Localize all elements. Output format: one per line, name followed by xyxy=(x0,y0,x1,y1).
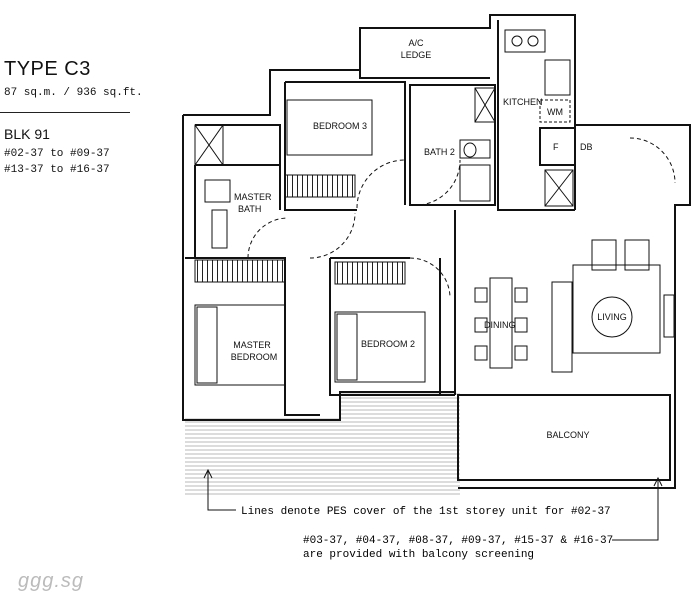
balcony-label: BALCONY xyxy=(546,430,589,440)
ac-ledge-label-2: LEDGE xyxy=(401,50,432,60)
kitchen-fixtures xyxy=(504,29,574,207)
bedroom3-label: BEDROOM 3 xyxy=(313,121,367,131)
dining-set xyxy=(474,277,528,369)
unit-type-title: TYPE C3 xyxy=(4,58,91,80)
unit-range-2: #13-37 to #16-37 xyxy=(4,164,110,176)
unit-area: 87 sq.m. / 936 sq.ft. xyxy=(4,87,143,99)
db-label: DB xyxy=(580,142,593,152)
door-swings xyxy=(247,137,676,299)
ac-ledge-label-1: A/C xyxy=(408,38,424,48)
fridge-label: F xyxy=(553,142,559,152)
screening-note-1: #03-37, #04-37, #08-37, #09-37, #15-37 &… xyxy=(303,535,613,547)
walls xyxy=(182,14,691,489)
living-set xyxy=(551,239,675,373)
bath-fixtures xyxy=(194,87,496,249)
unit-range-1: #02-37 to #09-37 xyxy=(4,148,110,160)
dining-label: DINING xyxy=(484,320,516,330)
bedroom2-label: BEDROOM 2 xyxy=(361,339,415,349)
bath2-label: BATH 2 xyxy=(424,147,455,157)
divider xyxy=(0,112,130,113)
living-label: LIVING xyxy=(597,312,627,322)
master-bedroom-label-2: BEDROOM xyxy=(231,352,278,362)
block-number: BLK 91 xyxy=(4,126,50,142)
beds xyxy=(194,99,426,386)
pes-cover-hatch xyxy=(185,418,460,496)
master-bedroom-label-1: MASTER xyxy=(233,340,271,350)
pes-note: Lines denote PES cover of the 1st storey… xyxy=(241,506,611,518)
master-bath-label-1: MASTER xyxy=(234,192,272,202)
kitchen-label: KITCHEN xyxy=(503,97,543,107)
master-bath-label-2: BATH xyxy=(238,204,261,214)
wm-label: WM xyxy=(547,107,563,117)
watermark: ggg.sg xyxy=(18,570,85,592)
screening-note-2: are provided with balcony screening xyxy=(303,549,534,561)
note-leaders xyxy=(203,468,663,541)
